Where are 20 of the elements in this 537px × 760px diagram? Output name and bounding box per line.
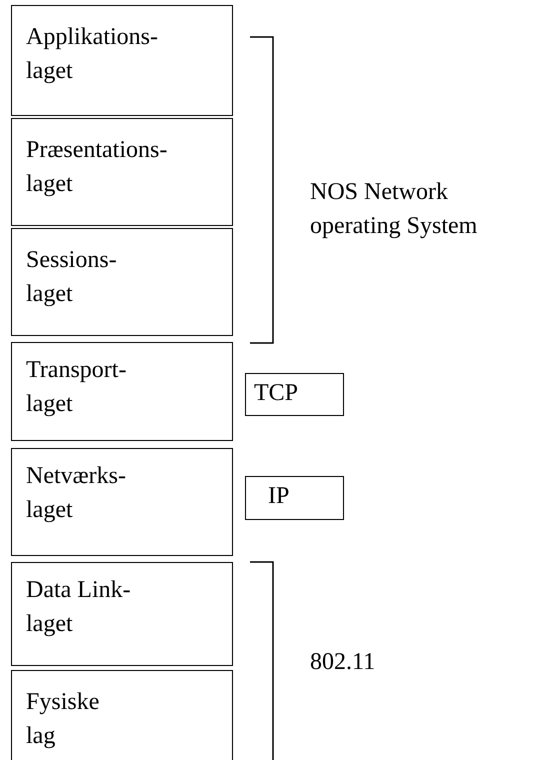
layer-box [11,5,233,116]
layer-name: Sessions- laget [26,246,118,309]
layer-name: Data Link- laget [26,576,132,639]
layer-box [11,342,233,441]
layer-name: Applikations- laget [26,23,159,86]
layer-name: Netværks- laget [26,462,127,525]
group-label: NOS Network operating System [310,178,478,241]
protocol-box [245,373,344,416]
layer-box [11,228,233,336]
layer-box [11,562,233,666]
group-label: 802.11 [310,648,376,677]
layer-box [11,118,233,226]
protocol-box [245,476,344,520]
layer-name: Fysiske lag [26,688,100,751]
layer-box [11,670,233,760]
layer-box [11,448,233,556]
layer-name: Præsentations- laget [26,136,168,199]
layer-name: Transport- laget [26,356,128,419]
layer-name: IP [268,482,290,511]
layer-name: TCP [254,379,300,408]
